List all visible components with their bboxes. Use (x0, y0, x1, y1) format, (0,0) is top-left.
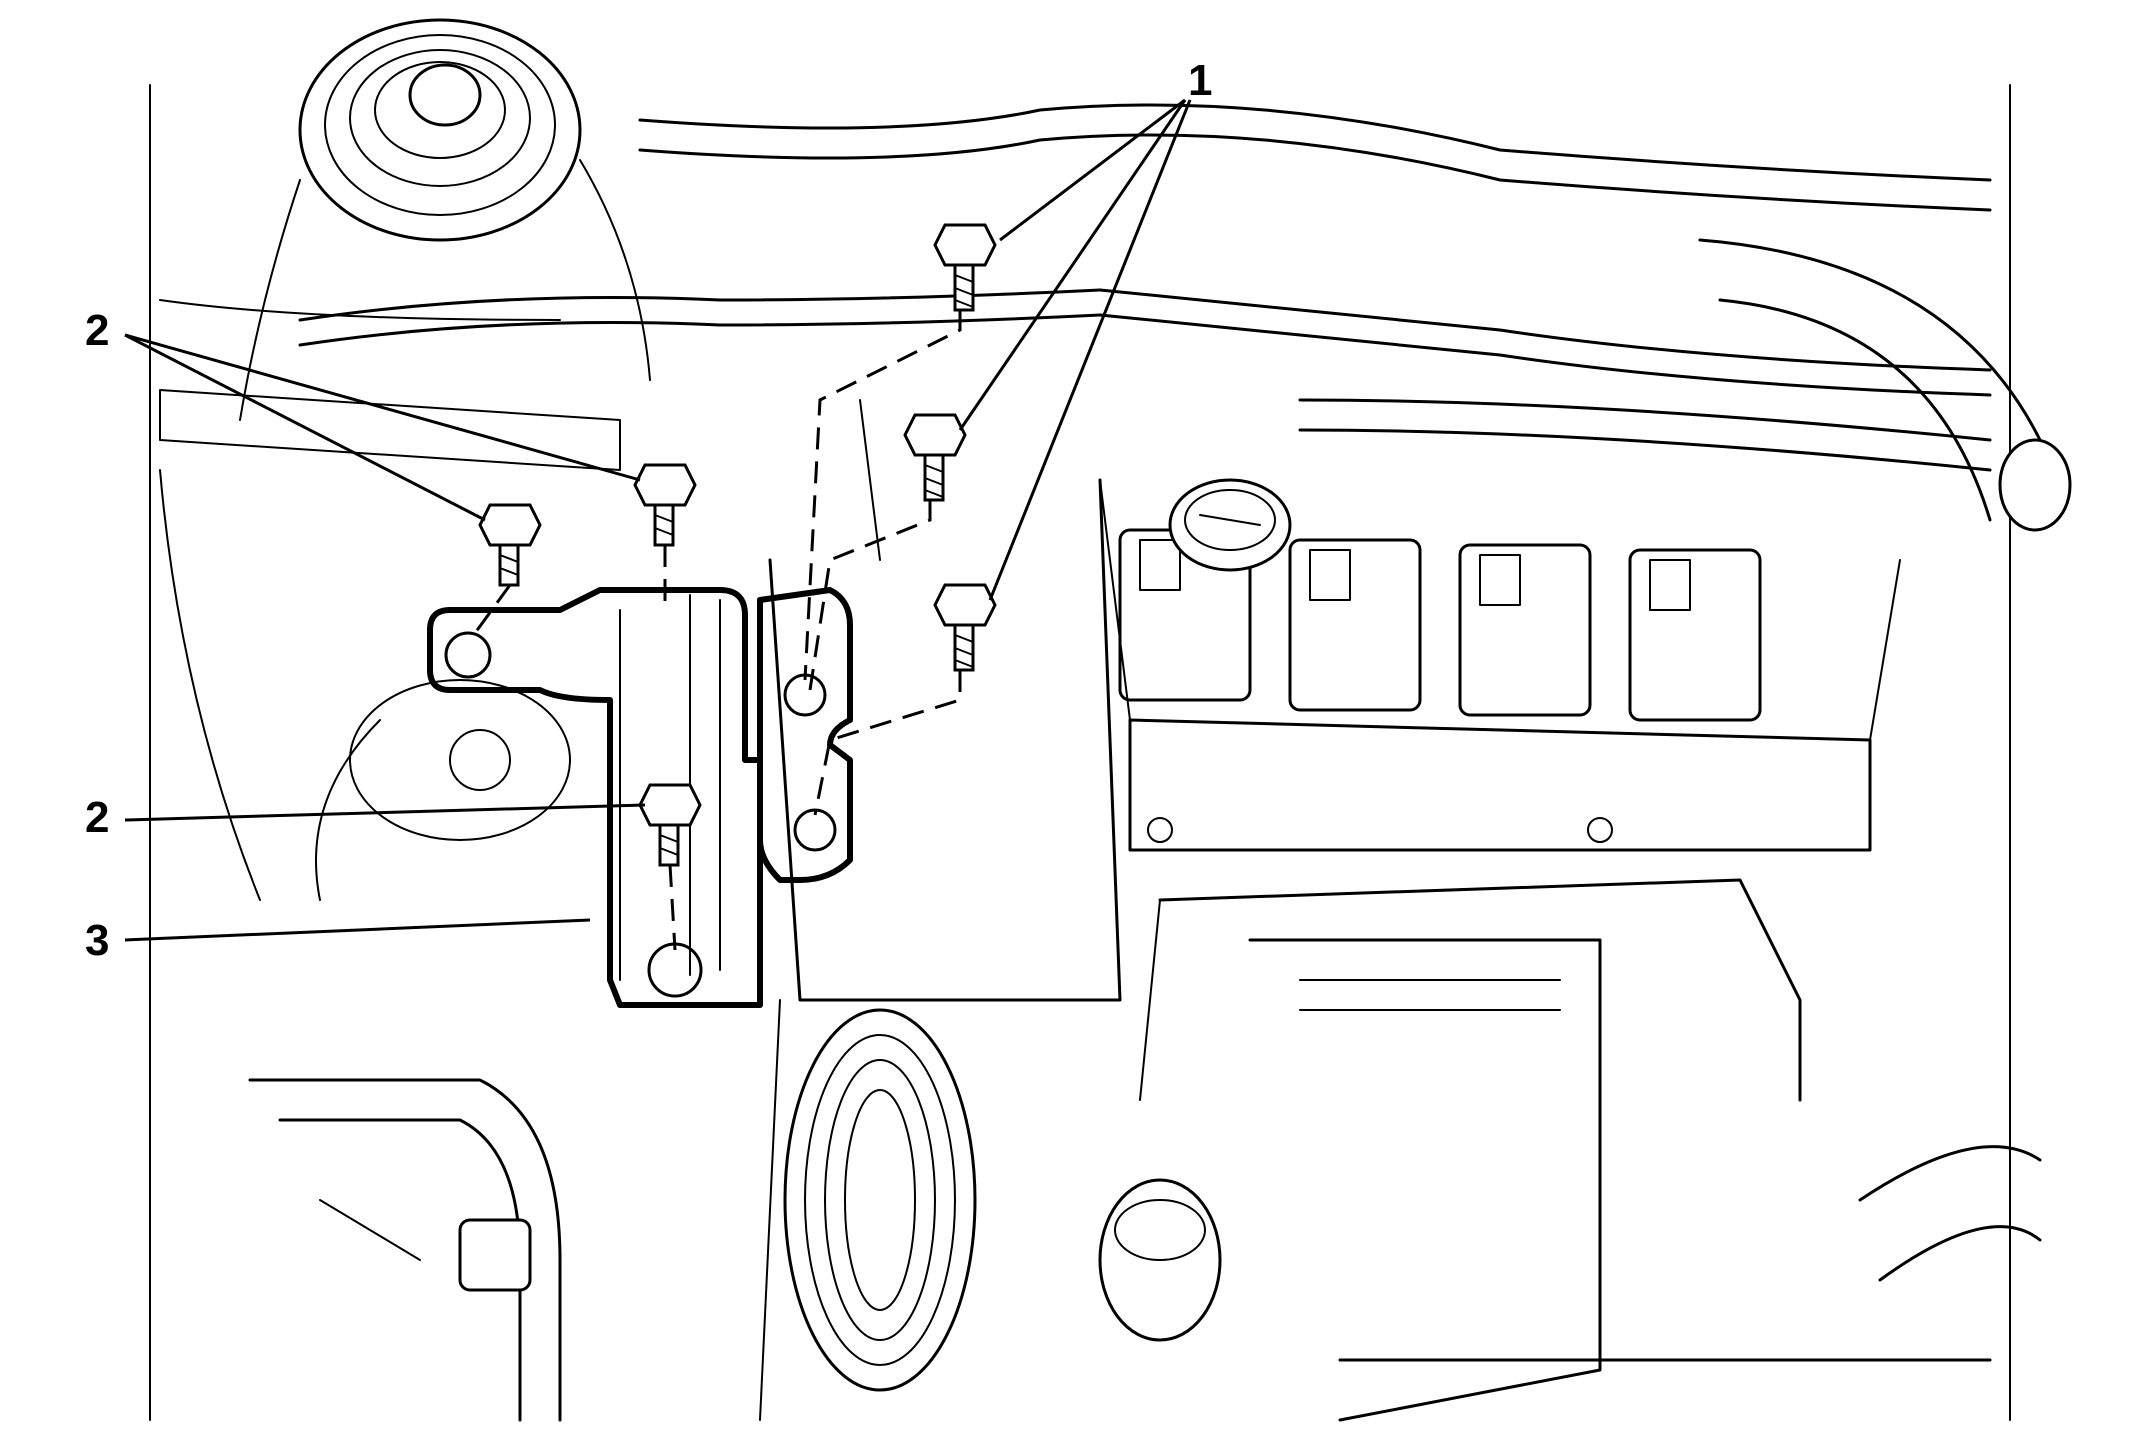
callout-1: 1 (1188, 56, 1212, 105)
bolt-2c (638, 783, 702, 867)
ignition-coils (1118, 528, 1762, 722)
bolts (478, 223, 997, 867)
leader-lines (124, 98, 1192, 942)
air-box (248, 1078, 562, 1422)
engine-block (759, 399, 1122, 1421)
bolt-1a (933, 223, 997, 312)
pulleys (783, 1008, 1222, 1392)
bolt-2a (478, 503, 542, 587)
bolt-paths (468, 310, 962, 951)
engine-side-plate (757, 587, 853, 883)
bolt-1b (903, 413, 967, 502)
callout-2-lower: 2 (85, 793, 109, 842)
bolt-1c (933, 583, 997, 672)
bolt-2b (633, 463, 697, 547)
engine-mount-bracket (427, 587, 763, 1008)
oil-filler-cap (1168, 478, 1292, 572)
strut-tower (239, 18, 651, 421)
callout-2-upper: 2 (85, 306, 109, 355)
heat-shield (1139, 878, 1992, 1422)
callout-3: 3 (85, 916, 109, 965)
intake-tube (1698, 238, 2072, 1282)
frame (149, 84, 2011, 1421)
cam-cover (1099, 479, 1901, 852)
